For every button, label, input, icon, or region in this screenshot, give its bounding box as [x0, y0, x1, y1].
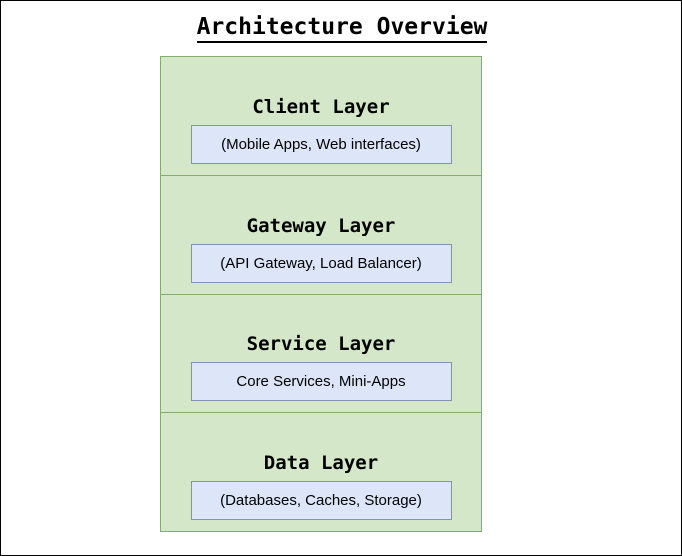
layer-service: Service Layer Core Services, Mini-Apps	[160, 293, 482, 413]
layer-detail-box: (Databases, Caches, Storage)	[190, 481, 452, 520]
layer-title: Data Layer	[263, 452, 379, 474]
layer-client: Client Layer (Mobile Apps, Web interface…	[160, 56, 482, 175]
layer-title: Service Layer	[246, 333, 396, 356]
layer-data: Data Layer (Databases, Caches, Storage)	[160, 412, 482, 532]
layer-title: Client Layer	[252, 95, 390, 118]
layer-detail-box: (Mobile Apps, Web interfaces)	[190, 124, 452, 164]
page-title: Architecture Overview	[1, 14, 682, 44]
layer-gateway: Gateway Layer (API Gateway, Load Balance…	[160, 174, 482, 294]
layer-detail-box: (API Gateway, Load Balancer)	[190, 243, 452, 283]
architecture-layer-stack: Client Layer (Mobile Apps, Web interface…	[160, 56, 482, 532]
layer-detail-box: Core Services, Mini-Apps	[190, 362, 452, 402]
layer-title: Gateway Layer	[246, 214, 396, 237]
page-title-text: Architecture Overview	[196, 15, 488, 44]
